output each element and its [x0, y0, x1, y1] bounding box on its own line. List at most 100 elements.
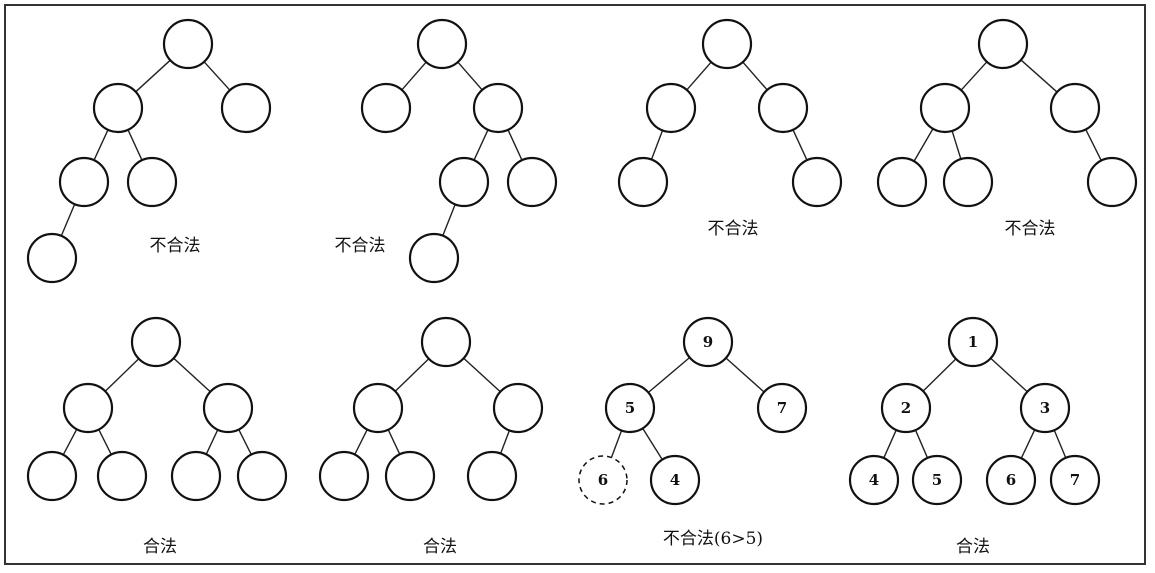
tree-edge	[401, 61, 427, 91]
tree-edge	[394, 358, 430, 392]
node-value: 4	[670, 471, 680, 489]
heap-tree-6: 合法	[318, 316, 544, 557]
tree-node	[96, 450, 148, 502]
tree-node	[506, 156, 558, 208]
tree-node	[408, 232, 460, 284]
tree-node	[472, 82, 524, 134]
tree-edge	[642, 427, 663, 461]
tree-node	[649, 454, 701, 506]
tree-edge	[913, 128, 934, 162]
tree-node	[162, 18, 214, 70]
tree-edge	[725, 357, 765, 393]
tree-edge	[60, 203, 76, 237]
tree-caption: 合法	[423, 537, 457, 557]
tree-node	[318, 450, 370, 502]
tree-edge	[647, 356, 691, 394]
tree-edge	[1020, 429, 1036, 459]
node-value: 4	[869, 471, 879, 489]
tree-node	[911, 454, 963, 506]
tree-caption: 不合法(6>5)	[663, 529, 763, 549]
tree-edge	[442, 204, 456, 236]
tree-node	[420, 316, 472, 368]
tree-edge	[960, 61, 988, 91]
tree-node	[1049, 82, 1101, 134]
tree-edge	[914, 429, 929, 459]
tree-node	[26, 232, 78, 284]
tree-edge	[354, 429, 368, 455]
node-value: 6	[1006, 471, 1016, 489]
tree-caption: 不合法	[335, 236, 386, 256]
tree-edge	[238, 429, 252, 455]
tree-node	[682, 316, 734, 368]
tree-edge	[922, 358, 957, 392]
tree-edge	[463, 357, 501, 393]
tree-edge	[507, 129, 523, 161]
heap-tree-2: 不合法	[335, 18, 558, 284]
tree-edge	[610, 430, 623, 458]
tree-edge	[499, 430, 511, 454]
tree-node	[1086, 156, 1138, 208]
diagram-frame	[4, 4, 1146, 565]
tree-node	[92, 82, 144, 134]
tree-edge	[742, 61, 768, 91]
inserted-node	[578, 455, 628, 505]
tree-node	[604, 382, 656, 434]
tree-edge	[990, 357, 1028, 393]
tree-edge	[951, 130, 962, 160]
tree-node	[645, 82, 697, 134]
tree-edge	[205, 429, 219, 455]
heap-tree-1: 不合法	[26, 18, 272, 284]
tree-node	[170, 450, 222, 502]
tree-edge	[98, 429, 112, 455]
tree-node	[58, 156, 110, 208]
tree-node	[384, 450, 436, 502]
tree-caption: 合法	[143, 537, 177, 557]
node-value: 9	[703, 333, 713, 351]
node-value: 2	[901, 399, 911, 417]
tree-edge	[203, 61, 231, 91]
tree-edge	[104, 358, 140, 392]
tree-node	[701, 18, 753, 70]
tree-node	[466, 450, 518, 502]
tree-node	[985, 454, 1037, 506]
node-value: 6	[598, 471, 608, 489]
tree-node	[202, 382, 254, 434]
tree-edge	[387, 429, 401, 455]
tree-caption: 不合法	[150, 236, 201, 256]
tree-node	[360, 82, 412, 134]
tree-edge	[686, 61, 712, 91]
tree-edge	[127, 129, 143, 161]
tree-node	[492, 382, 544, 434]
tree-node	[352, 382, 404, 434]
tree-node	[126, 156, 178, 208]
node-value: 5	[625, 399, 635, 417]
tree-caption: 合法	[956, 537, 990, 557]
tree-edge	[792, 129, 808, 161]
tree-node	[977, 18, 1029, 70]
heap-tree-3: 不合法	[617, 18, 843, 239]
heap-tree-5: 合法	[26, 316, 288, 557]
tree-node	[876, 156, 928, 208]
tree-node	[62, 382, 114, 434]
tree-node	[617, 156, 669, 208]
tree-caption: 不合法	[708, 219, 759, 239]
node-value: 3	[1040, 399, 1050, 417]
tree-edge	[135, 59, 171, 93]
tree-node	[848, 454, 900, 506]
tree-node	[880, 382, 932, 434]
tree-edge	[1085, 129, 1102, 161]
tree-node	[416, 18, 468, 70]
tree-node	[26, 450, 78, 502]
node-value: 7	[1070, 471, 1080, 489]
tree-edge	[883, 429, 897, 459]
node-value: 5	[932, 471, 942, 489]
tree-caption: 不合法	[1005, 219, 1056, 239]
tree-node	[919, 82, 971, 134]
tree-node	[791, 156, 843, 208]
tree-edge	[473, 129, 489, 161]
tree-node	[1049, 454, 1101, 506]
tree-edge	[62, 428, 78, 456]
